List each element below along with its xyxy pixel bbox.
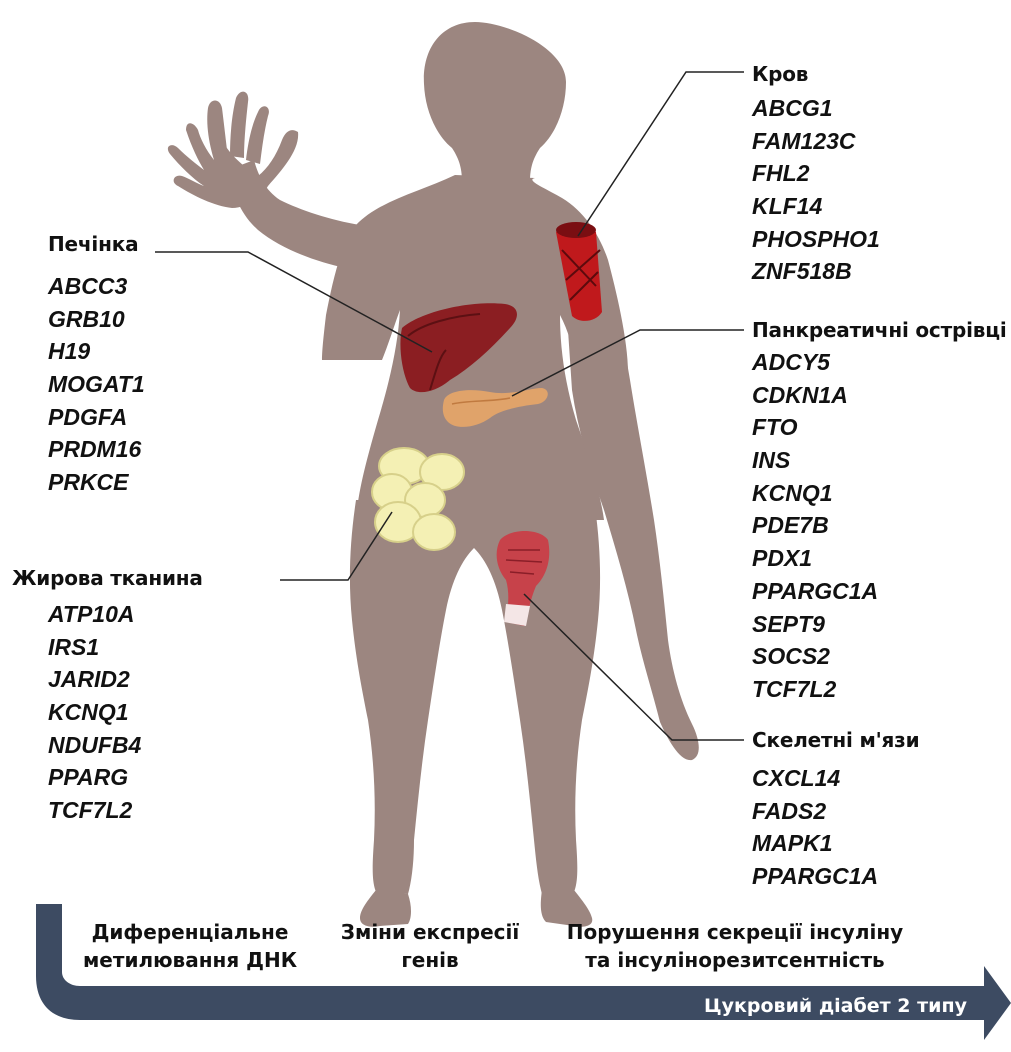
gene-label: PHOSPHO1 (752, 223, 880, 256)
gene-label: PPARGC1A (752, 575, 878, 608)
gene-label: PDGFA (48, 401, 145, 434)
gene-label: IRS1 (48, 631, 141, 664)
step-line: Диференціальне (70, 918, 310, 946)
gene-label: CXCL14 (752, 762, 878, 795)
islets-gene-list: ADCY5 CDKN1A FTO INS KCNQ1 PDE7B PDX1 PP… (752, 346, 878, 706)
gene-label: MOGAT1 (48, 368, 145, 401)
gene-label: KCNQ1 (752, 477, 878, 510)
muscle-gene-list: CXCL14 FADS2 MAPK1 PPARGC1A (752, 762, 878, 893)
gene-label: FADS2 (752, 795, 878, 828)
arrow-label: Цукровий діабет 2 типу (704, 995, 967, 1017)
gene-label: CDKN1A (752, 379, 878, 412)
gene-label: JARID2 (48, 663, 141, 696)
gene-label: ABCG1 (752, 92, 880, 125)
blood-leader-line (578, 72, 744, 236)
liver-title: Печінка (48, 232, 138, 256)
step-line: Зміни експресії (330, 918, 530, 946)
gene-label: TCF7L2 (752, 673, 878, 706)
step-line: метилювання ДНК (70, 946, 310, 974)
gene-label: ZNF518B (752, 255, 880, 288)
gene-label: FAM123C (752, 125, 880, 158)
gene-label: PDX1 (752, 542, 878, 575)
gene-label: TCF7L2 (48, 794, 141, 827)
muscle-title: Скелетні м'язи (752, 728, 919, 752)
gene-label: PPARGC1A (752, 860, 878, 893)
gene-label: PRKCE (48, 466, 145, 499)
islets-title: Панкреатичні острівці (752, 318, 1006, 342)
gene-label: GRB10 (48, 303, 145, 336)
step-line: та інсулінорезитсентність (560, 946, 910, 974)
gene-label: ATP10A (48, 598, 141, 631)
gene-label: FHL2 (752, 157, 880, 190)
gene-label: KLF14 (752, 190, 880, 223)
blood-gene-list: ABCG1 FAM123C FHL2 KLF14 PHOSPHO1 ZNF518… (752, 92, 880, 288)
gene-label: NDUFB4 (48, 729, 141, 762)
gene-label: KCNQ1 (48, 696, 141, 729)
gene-label: SEPT9 (752, 608, 878, 641)
gene-label: PPARG (48, 761, 141, 794)
liver-gene-list: ABCC3 GRB10 H19 MOGAT1 PDGFA PRDM16 PRKC… (48, 270, 145, 499)
blood-title: Кров (752, 62, 808, 86)
step-line: генів (330, 946, 530, 974)
step-dna-methylation: Диференціальне метилювання ДНК (70, 918, 310, 974)
step-line: Порушення секреції інсуліну (560, 918, 910, 946)
gene-label: FTO (752, 411, 878, 444)
step-gene-expression: Зміни експресії генів (330, 918, 530, 974)
gene-label: PRDM16 (48, 433, 145, 466)
gene-label: ADCY5 (752, 346, 878, 379)
adipose-title: Жирова тканина (12, 566, 203, 590)
gene-label: H19 (48, 335, 145, 368)
step-insulin-resistance: Порушення секреції інсуліну та інсулінор… (560, 918, 910, 974)
gene-label: INS (752, 444, 878, 477)
gene-label: SOCS2 (752, 640, 878, 673)
gene-label: ABCC3 (48, 270, 145, 303)
adipose-gene-list: ATP10A IRS1 JARID2 KCNQ1 NDUFB4 PPARG TC… (48, 598, 141, 827)
gene-label: MAPK1 (752, 827, 878, 860)
gene-label: PDE7B (752, 509, 878, 542)
